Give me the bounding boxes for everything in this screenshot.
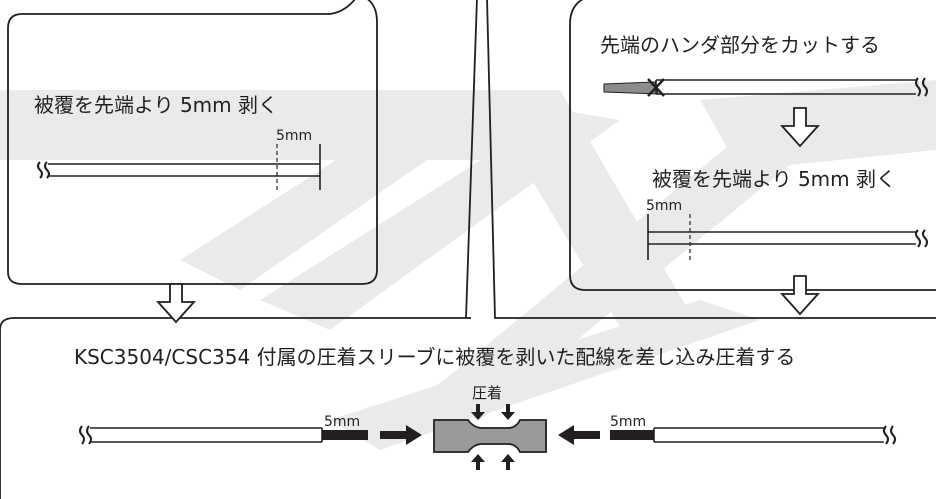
panel-right-frame (569, 0, 936, 291)
arrow-right-icon (380, 425, 422, 445)
crimp-sleeve (433, 419, 547, 453)
arrow-left-icon (558, 425, 600, 445)
watermark-logo (0, 80, 936, 450)
arrow-down-left (155, 283, 197, 324)
left-wire (37, 144, 321, 190)
bottom-left-wire (79, 425, 368, 445)
bottom-right-wire (610, 425, 896, 445)
cut-mark-icon (647, 78, 665, 97)
bottom-instruction: KSC3504/CSC354 付属の圧着スリーブに被覆を剥いた配線を差し込み圧着… (74, 345, 795, 369)
crimp-arrow-icons (471, 404, 515, 470)
right-instruction-strip: 被覆を先端より 5mm 剥く (652, 167, 896, 191)
right-wire-top (603, 77, 928, 97)
crimp-label: 圧着 (472, 384, 502, 402)
bottom-left-measure-label: 5mm (324, 414, 360, 430)
right-measure-label: 5mm (646, 198, 682, 214)
left-measure-label: 5mm (276, 128, 312, 144)
left-instruction: 被覆を先端より 5mm 剥く (34, 93, 278, 117)
bottom-right-measure-label: 5mm (610, 414, 646, 430)
arrow-down-right (779, 275, 821, 316)
right-wire-bottom (647, 214, 928, 260)
panel-left-frame (7, 0, 378, 285)
right-instruction-cut: 先端のハンダ部分をカットする (600, 33, 880, 57)
arrow-down-right-inner (779, 107, 821, 148)
